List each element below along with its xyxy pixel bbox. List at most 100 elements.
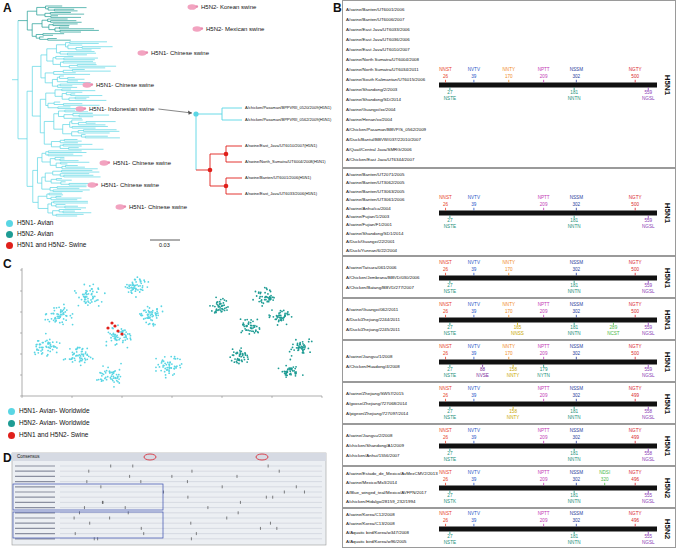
residue-position: 88: [480, 368, 485, 373]
glycosylation-motif: NSTE: [444, 458, 456, 463]
legend-text: H5N1- Avian- Worldwide: [19, 408, 90, 415]
subtype-label: H5N2: [663, 478, 671, 498]
strain-name: A/swine/North_Sumatra/UT6004/2008(H5N1): [245, 160, 325, 164]
protein-schematic: [343, 1, 677, 169]
strain-name: A/swine/East_Java/UT6033/2006(H5N1): [245, 192, 317, 196]
glycosylation-motif: NPTT: [538, 345, 550, 350]
residue-position: 209: [540, 519, 548, 524]
glycosylation-motif: NNST: [439, 261, 452, 266]
residue-position: 39: [471, 436, 476, 441]
strain-name: A/Chicken/Batang/BBVD/277/2007: [346, 286, 414, 290]
residue-position: 165: [514, 326, 522, 331]
glycosylation-motif: NNTN: [568, 458, 581, 463]
residue-position: 181: [570, 219, 578, 224]
glycosylation-motif: NVTV: [468, 387, 480, 392]
glycosylation-motif: NNTY: [502, 345, 515, 350]
residue-position: 209: [540, 436, 548, 441]
residue-position: 170: [505, 310, 513, 315]
glycosylation-motif: NVTV: [468, 261, 480, 266]
glycosylation-motif: NVSE: [476, 374, 489, 379]
residue-position: 500: [631, 268, 639, 273]
strain-name: A/Duck/Zhejiang/2244/2011: [346, 318, 400, 322]
glycosylation-motif: NNST: [439, 471, 452, 476]
glycosylation-motif: NSSM: [570, 387, 583, 392]
residue-position: 27: [447, 91, 452, 96]
glycosylation-motif: NNTN: [568, 500, 581, 505]
residue-position: 26: [443, 478, 448, 483]
glycosylation-motif: NPTT: [538, 429, 550, 434]
glycosylation-motif: NDSI: [599, 471, 610, 476]
glycosylation-motif: NNTN: [568, 416, 581, 421]
clade-label: H5N1- Chinese swine: [112, 160, 172, 166]
residue-position: 302: [572, 268, 580, 273]
glycosylation-motif: NGSL: [642, 500, 655, 505]
glycosylation-motif: NGTY: [629, 261, 642, 266]
glycosylation-motif: NGTY: [629, 68, 642, 73]
glycosylation-motif: NSSM: [570, 68, 583, 73]
glycosylation-motif: NSTE: [444, 225, 456, 230]
glycosylation-motif: NVTV: [468, 345, 480, 350]
residue-position: 302: [572, 352, 580, 357]
strain-name: A/Aquatic bird/Korea/w347/2008: [346, 531, 409, 535]
subtype-label: H5N1: [663, 268, 671, 288]
glycosylation-motif: NGSL: [642, 332, 655, 337]
clade-label: H5N2- Korean swine: [200, 4, 257, 10]
glycosylation-motif: NGSL: [642, 416, 655, 421]
strain-name: A/swine/Banten/UT3062/2005: [346, 181, 404, 185]
residue-position: 302: [572, 203, 580, 208]
legend-swatch: [6, 220, 13, 227]
strain-name: A/Chicken/East Java/UT6344/2007: [346, 158, 414, 162]
strain-name: A/chicken/Anhui/1556/2007: [346, 454, 399, 458]
strain-name: A/Duck/Yunnan/6/22/2004: [346, 249, 397, 253]
glycosylation-motif: NSSM: [570, 429, 583, 434]
legend-text: H5N1 and H5N2- Swine: [19, 432, 88, 439]
sequence-group: H5N1A/swine/Banten/UT2071/2005A/swine/Ba…: [342, 168, 676, 256]
glycosylation-motif: NNST: [439, 303, 452, 308]
residue-position: 499: [631, 394, 639, 399]
strain-name: A/swine/Shandong/SD1/2014: [346, 232, 403, 236]
residue-position: 302: [572, 519, 580, 524]
panel-letter: C: [3, 258, 12, 270]
residue-position: 27: [447, 535, 452, 540]
residue-position: 39: [471, 478, 476, 483]
residue-position: 26: [443, 203, 448, 208]
strain-name: A/Aquatic bird/Korea/w96/2005: [346, 540, 407, 544]
sequence-group: H5N1A/swine/Zhejiang/SW57/2015A/goose/Zh…: [342, 382, 676, 424]
sequence-alignment: [0, 450, 330, 548]
residue-position: 170: [505, 268, 513, 273]
subtype-label: H5N1: [663, 310, 671, 330]
subtype-label: H5N1: [663, 203, 671, 223]
strain-name: A/swine/East Java/UT6036/2006: [346, 38, 410, 42]
strain-name: A/swine/Jiangsu/2/2008: [346, 434, 392, 438]
glycosylation-motif: NNTN: [568, 97, 581, 102]
strain-name: A/Duck/Guangxi/22/2001: [346, 240, 395, 244]
residue-position: 302: [572, 75, 580, 80]
residue-position: 496: [631, 478, 639, 483]
glycosylation-motif: NGTY: [629, 512, 642, 517]
residue-position: 496: [631, 519, 639, 524]
strain-name: A/swine/Korea/C12/2008: [346, 513, 395, 517]
residue-position: 302: [572, 478, 580, 483]
residue-position: 555: [644, 535, 652, 540]
sequence-group: H5N2A/swine/Estado_de_Mexico/AvMexCMV2/2…: [342, 466, 676, 508]
glycosylation-motif: NNTY: [502, 303, 515, 308]
glycosylation-motif: NGTY: [629, 196, 642, 201]
residue-position: 170: [505, 75, 513, 80]
strain-name: A/swine/East Java/UT6033/2006: [346, 28, 410, 32]
glycosylation-motif: NNTN: [568, 225, 581, 230]
legend-swatch: [8, 432, 15, 439]
legend-text: H5N2- Avian- Worldwide: [19, 420, 90, 427]
residue-position: 558: [644, 410, 652, 415]
residue-position: 39: [471, 519, 476, 524]
tree-panel: AH5N2- Korean swineH5N1- Chinese swineH5…: [0, 0, 330, 256]
residue-position: 181: [570, 494, 578, 499]
strain-name: A/swine/Banten/UT3063/2005: [346, 190, 404, 194]
glycosylation-motif: NSTK: [444, 500, 456, 505]
residue-position: 27: [447, 219, 452, 224]
glycosylation-motif: NPTT: [538, 471, 550, 476]
strain-name: A/swine/Anhui/ca/2004: [346, 207, 391, 211]
alignment-header: Consensus: [16, 455, 41, 460]
glycosylation-motif: NPTT: [538, 387, 550, 392]
residue-position: 559: [644, 219, 652, 224]
